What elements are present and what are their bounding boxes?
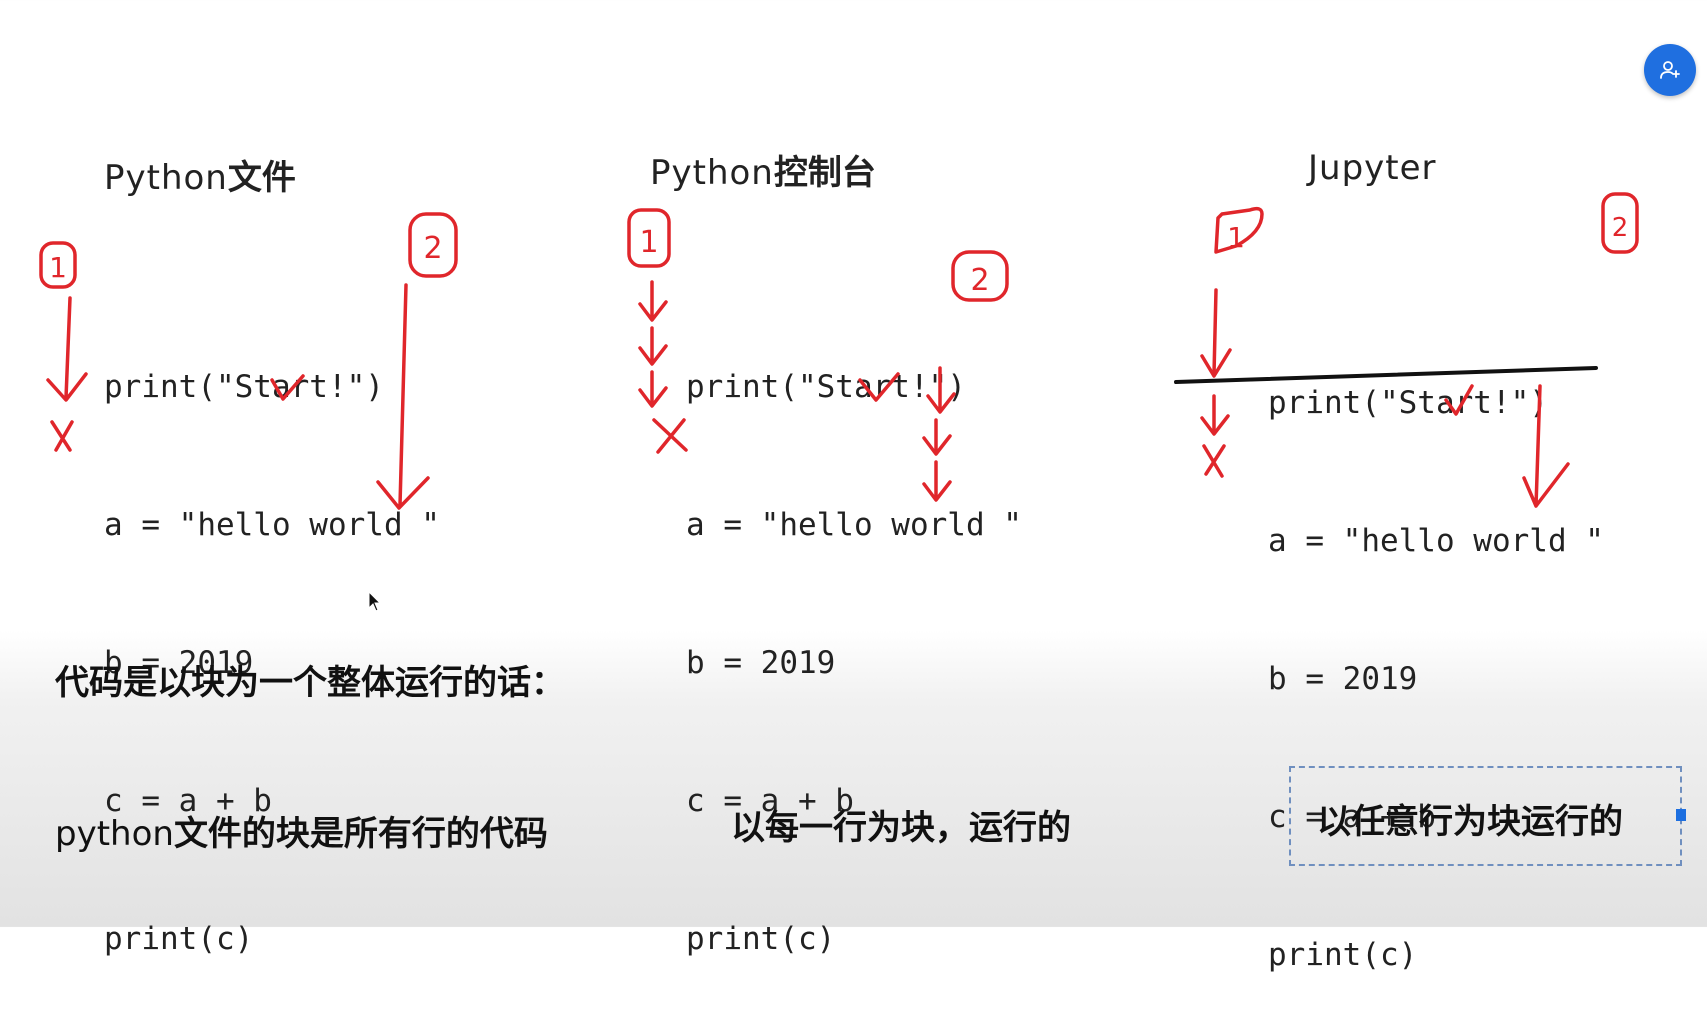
code-line: print("Start!")	[686, 369, 966, 405]
arrow-down-icon	[46, 296, 88, 402]
panel-title-jupyter: Jupyter	[1308, 148, 1437, 188]
circle-marker-2	[1601, 192, 1639, 254]
panel-title-python-console: Python控制台	[650, 145, 876, 194]
marker-number: 1	[639, 225, 658, 260]
marker-number: 1	[49, 251, 67, 284]
circle-marker-1	[627, 208, 671, 268]
marker-number: 1	[1227, 221, 1245, 254]
mouse-pointer-icon	[368, 590, 382, 617]
marker-number: 2	[1612, 213, 1629, 243]
selected-text-box[interactable]: 以任意行为块运行的	[1289, 766, 1686, 866]
code-line: a = "hello world "	[104, 507, 440, 543]
circle-marker-1	[39, 241, 77, 289]
arrow-down-icon	[1200, 394, 1230, 436]
code-line: a = "hello world "	[1268, 523, 1604, 559]
code-block-python-file: print("Start!") a = "hello world " b = 2…	[104, 272, 440, 1008]
cross-icon	[652, 418, 688, 454]
code-line: print(c)	[104, 921, 254, 957]
arrow-down-icon	[638, 280, 668, 322]
code-line: print(c)	[686, 921, 836, 957]
resize-handle[interactable]	[1676, 809, 1686, 821]
arrow-down-icon	[638, 326, 668, 366]
caption-console: 以每一行为块，运行的	[731, 808, 1071, 848]
panel-title-python-file: Python文件	[104, 150, 296, 199]
cross-icon	[1202, 444, 1226, 478]
arrow-down-icon	[1200, 288, 1232, 378]
code-block-jupyter: print("Start!") a = "hello world " b = 2…	[1268, 288, 1604, 1024]
code-line: print("Start!")	[104, 369, 384, 405]
code-block-python-console: print("Start!") a = "hello world " b = 2…	[686, 272, 1022, 1008]
code-line: c = a + b	[1268, 799, 1436, 835]
code-line: print("Start!")	[1268, 385, 1548, 421]
panel-title-prefix: Python	[104, 158, 228, 198]
circle-marker-1	[1214, 206, 1264, 254]
code-line: print(c)	[1268, 937, 1418, 973]
panel-title-cn: 控制台	[773, 153, 876, 193]
caption-jupyter: 以任意行为块运行的	[1317, 802, 1623, 842]
cross-icon	[50, 420, 74, 452]
arrow-down-icon	[638, 370, 668, 408]
code-line: a = "hello world "	[686, 507, 1022, 543]
user-plus-icon	[1660, 61, 1680, 79]
caption-heading: 代码是以块为一个整体运行的话：	[55, 663, 565, 703]
user-plus-button[interactable]	[1644, 44, 1696, 96]
code-line: b = 2019	[686, 645, 836, 681]
code-line: c = a + b	[104, 783, 272, 819]
circle-marker-2	[408, 212, 458, 278]
code-line: c = a + b	[686, 783, 854, 819]
code-line: b = 2019	[104, 645, 254, 681]
panel-title-cn: 文件	[227, 158, 296, 198]
marker-number: 2	[423, 231, 442, 266]
caption-text: 文件的块是所有行的代码	[173, 814, 548, 854]
code-line: b = 2019	[1268, 661, 1418, 697]
panel-title-prefix: Python	[650, 153, 774, 193]
caption-python-file: python文件的块是所有行的代码	[55, 806, 548, 855]
caption-prefix: python	[55, 814, 174, 854]
panel-title-prefix: Jupyter	[1308, 148, 1437, 188]
